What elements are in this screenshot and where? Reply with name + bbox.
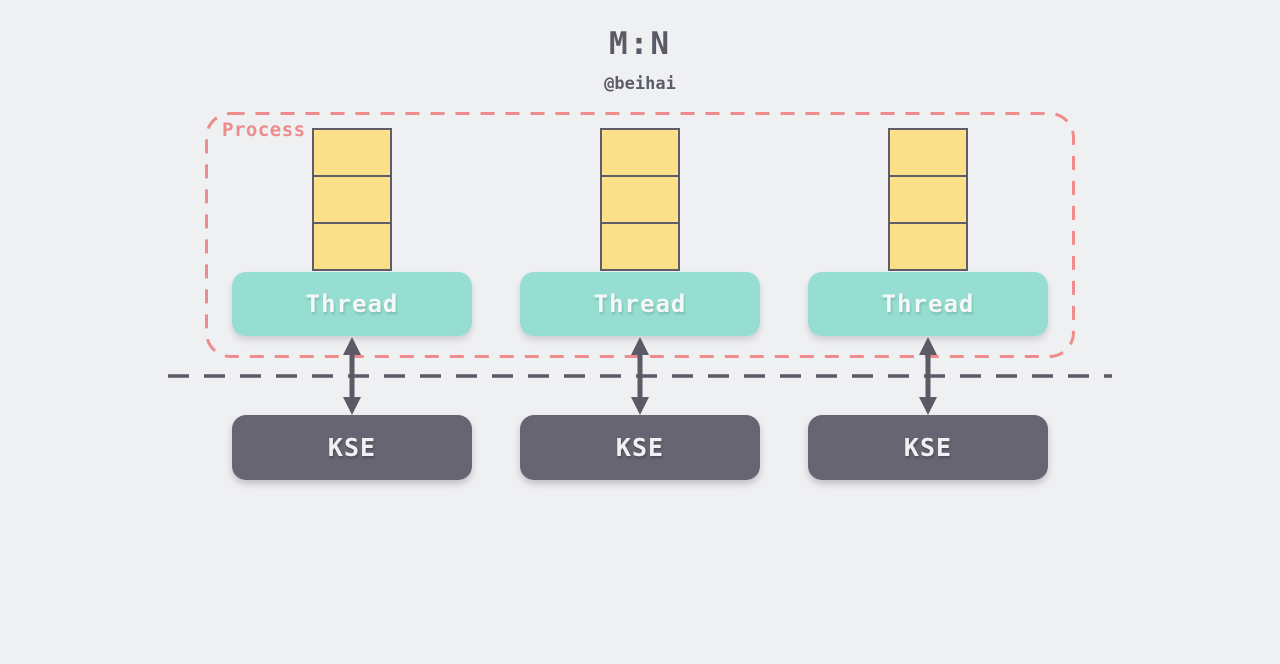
- stack-cell: [314, 130, 390, 177]
- process-boundary: [205, 112, 1075, 358]
- diagram-title: M:N: [609, 26, 671, 62]
- stack-cell: [890, 130, 966, 177]
- thread-box: Thread: [232, 272, 472, 336]
- stack-cell: [314, 224, 390, 269]
- kse-box: KSE: [232, 415, 472, 480]
- kse-box: KSE: [520, 415, 760, 480]
- stack-cell: [602, 224, 678, 269]
- stack-cell: [890, 177, 966, 224]
- thread-box: Thread: [808, 272, 1048, 336]
- thread-kse-arrow: [919, 337, 937, 415]
- goroutine-stack: [600, 128, 680, 271]
- thread-box: Thread: [520, 272, 760, 336]
- goroutine-stack: [888, 128, 968, 271]
- process-label: Process: [222, 119, 306, 141]
- stack-cell: [602, 130, 678, 177]
- thread-kse-arrow: [631, 337, 649, 415]
- stack-cell: [602, 177, 678, 224]
- goroutine-stack: [312, 128, 392, 271]
- diagram-author: @beihai: [604, 74, 676, 94]
- kse-box: KSE: [808, 415, 1048, 480]
- stack-cell: [890, 224, 966, 269]
- thread-kse-arrow: [343, 337, 361, 415]
- stack-cell: [314, 177, 390, 224]
